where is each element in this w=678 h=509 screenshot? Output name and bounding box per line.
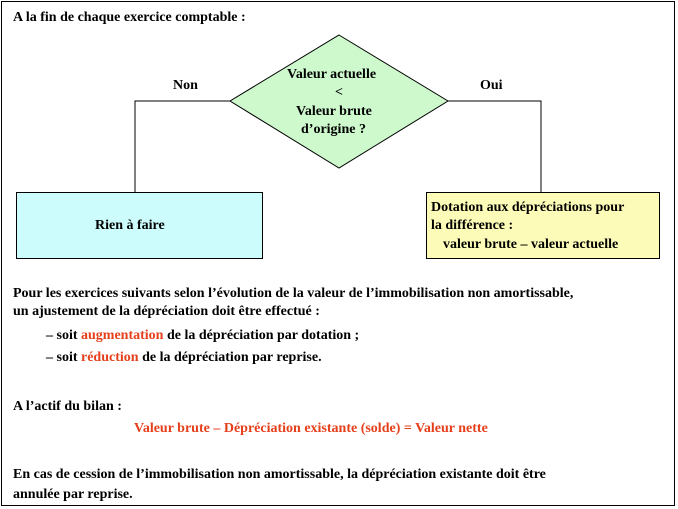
box-nothing-to-do: Rien à faire	[16, 192, 263, 259]
decision-diamond	[229, 34, 449, 169]
bullet-augmentation-highlight: augmentation	[81, 328, 164, 343]
bullet-augmentation-suffix: de la dépréciation par dotation ;	[163, 328, 360, 343]
decision-line-2: <	[335, 85, 343, 100]
box-dotation-line-3: valeur brute – valeur actuelle	[443, 237, 619, 252]
connector-no	[134, 100, 230, 192]
para2-line-2: annulée par reprise.	[13, 487, 133, 502]
branch-no-label: Non	[173, 78, 198, 93]
bullet-reduction-suffix: de la dépréciation par reprise.	[138, 350, 322, 365]
decision-line-1: Valeur actuelle	[287, 67, 377, 82]
bullet-reduction-prefix: – soit	[46, 350, 81, 365]
para1-line-2: un ajustement de la dépréciation doit êt…	[13, 304, 320, 319]
bullet-reduction-highlight: réduction	[81, 350, 139, 365]
decision-line-3: Valeur brute	[296, 104, 372, 119]
bullet-augmentation-prefix: – soit	[46, 328, 81, 343]
box-nothing-to-do-text: Rien à faire	[95, 218, 165, 233]
box-dotation: Dotation aux dépréciations pour la diffé…	[426, 192, 660, 259]
branch-yes-label: Oui	[480, 78, 503, 93]
intro-text: A la fin de chaque exercice comptable :	[13, 10, 246, 25]
bilan-heading: A l’actif du bilan :	[13, 399, 122, 414]
formula: Valeur brute – Dépréciation existante (s…	[134, 421, 488, 436]
para2-line-1: En cas de cession de l’immobilisation no…	[13, 467, 546, 482]
decision-line-4: d’origine ?	[301, 122, 366, 137]
box-dotation-line-1: Dotation aux dépréciations pour	[431, 200, 625, 215]
connector-yes	[448, 100, 542, 192]
para1-line-1: Pour les exercices suivants selon l’évol…	[13, 286, 574, 301]
box-dotation-line-2: la différence :	[431, 218, 514, 233]
bullet-reduction: – soit réduction de la dépréciation par …	[46, 349, 322, 366]
bullet-augmentation: – soit augmentation de la dépréciation p…	[46, 327, 359, 344]
